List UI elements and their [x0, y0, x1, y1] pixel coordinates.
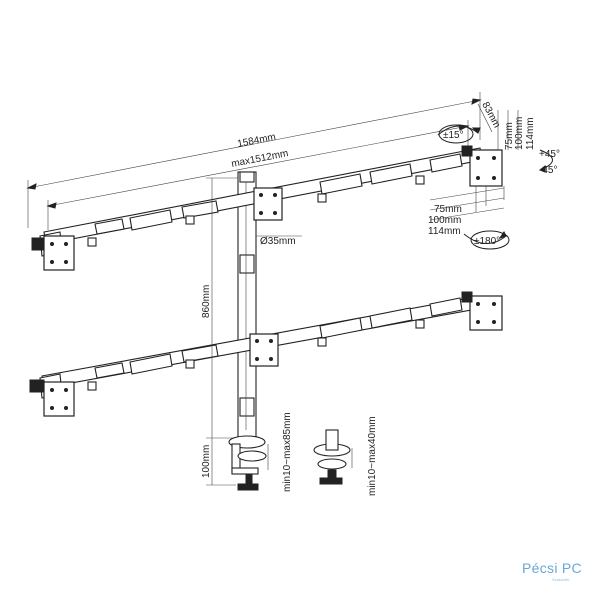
pole-dimension-lines	[206, 177, 302, 486]
vesa-100-bottom-label: 100mm	[428, 215, 461, 226]
vesa-75-top-label: 75mm	[504, 122, 515, 150]
brand-tagline: Szaküzlet	[552, 577, 570, 582]
vertical-pole	[237, 171, 257, 441]
brand-name: Pécsi PC	[522, 560, 582, 576]
vesa-plate	[253, 187, 283, 221]
vesa-plate	[31, 235, 75, 271]
rotate-label: ±180°	[474, 236, 500, 247]
swivel-arc	[539, 149, 553, 173]
vesa-114-bottom-label: 114mm	[428, 226, 461, 237]
vesa-75-bottom-label: 75mm	[434, 204, 462, 215]
pole-diameter-label: Ø35mm	[260, 236, 296, 247]
grommet-range-label: min10~max40mm	[367, 416, 378, 496]
lower-arm-hook	[87, 319, 425, 391]
swivel-minus-label: -45°	[539, 165, 557, 176]
clamp-height-label: 100mm	[201, 445, 212, 478]
brand-logo: Pécsi PC Szaküzlet	[522, 560, 592, 586]
lower-arm-joint	[94, 297, 463, 379]
vesa-plate	[461, 291, 503, 331]
vesa-plate	[461, 145, 503, 187]
vesa-100-top-label: 100mm	[514, 117, 525, 150]
upper-arm-joint	[94, 153, 463, 235]
pole-height-label: 860mm	[201, 285, 212, 318]
clamp-range-label: min10~max85mm	[282, 412, 293, 492]
swivel-plus-label: +45°	[539, 149, 560, 160]
tilt-arc	[437, 125, 481, 136]
vesa-114-top-label: 114mm	[525, 117, 536, 150]
vesa-plate	[29, 379, 75, 417]
vesa-plate	[249, 333, 279, 367]
grommet-mount	[313, 429, 353, 485]
max-width-label: max1512mm	[230, 148, 289, 170]
total-width-label: 1584mm	[236, 132, 276, 150]
arm-depth-label: 83mm	[479, 100, 502, 130]
desk-clamp	[228, 435, 269, 491]
vesa-dimension-lines	[429, 110, 519, 221]
tilt-label: ±15°	[443, 130, 464, 141]
upper-arm-hook	[87, 175, 425, 247]
